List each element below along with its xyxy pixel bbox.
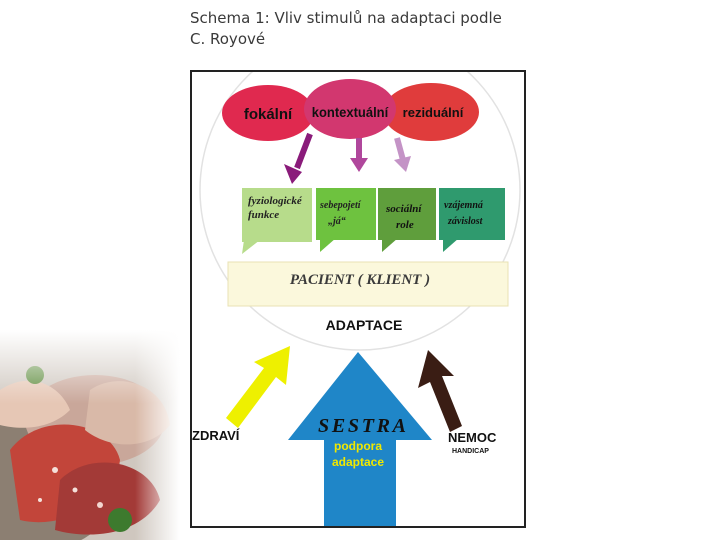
mode-label-interdependence-2: závislost	[447, 216, 484, 227]
caption-line-1: Schema 1: Vliv stimulů na adaptaci podle	[190, 8, 530, 29]
nurse-label: SESTRA	[318, 415, 406, 437]
stimulus-label-contextual: kontextuální	[312, 105, 390, 120]
mode-box-role: sociální role	[378, 188, 436, 252]
mode-box-physiological: fyziologické funkce	[242, 188, 312, 254]
roy-adaptation-diagram: fokální kontextuální reziduální fyziolog…	[190, 70, 526, 528]
figure-caption: Schema 1: Vliv stimulů na adaptaci podle…	[190, 8, 530, 50]
diagram-canvas: fokální kontextuální reziduální fyziolog…	[192, 72, 526, 528]
leaf-photo-decoration	[0, 330, 180, 540]
nurse-sub-label-2: adaptace	[332, 455, 384, 469]
mode-label-physiological-1: fyziologické	[248, 195, 303, 207]
mode-box-interdependence: vzájemná závislost	[439, 188, 505, 252]
nurse-sub-label-1: podpora	[334, 439, 382, 453]
stimulus-label-focal: fokální	[244, 106, 293, 123]
arrow-contextual	[350, 138, 368, 172]
mode-box-self-concept: sebepojetí „já“	[316, 188, 376, 252]
adaptation-label: ADAPTACE	[326, 317, 403, 333]
health-label: ZDRAVÍ	[192, 428, 240, 443]
health-arrow	[226, 346, 290, 428]
patient-label: PACIENT ( KLIENT )	[290, 272, 430, 288]
arrow-focal	[284, 134, 310, 184]
caption-line-2: C. Royové	[190, 29, 530, 50]
mode-label-interdependence-1: vzájemná	[444, 200, 484, 211]
handicap-label: HANDICAP	[452, 448, 489, 455]
mode-label-self-2: „já“	[328, 216, 346, 227]
illness-label: NEMOC	[448, 430, 497, 445]
mode-label-role-1: sociální	[385, 203, 422, 215]
mode-label-physiological-2: funkce	[248, 209, 279, 221]
illness-arrow	[418, 350, 462, 432]
arrow-residual	[394, 138, 411, 172]
stimulus-label-residual: reziduální	[403, 105, 464, 120]
mode-label-self-1: sebepojetí	[319, 200, 362, 211]
mode-label-role-2: role	[396, 219, 414, 231]
